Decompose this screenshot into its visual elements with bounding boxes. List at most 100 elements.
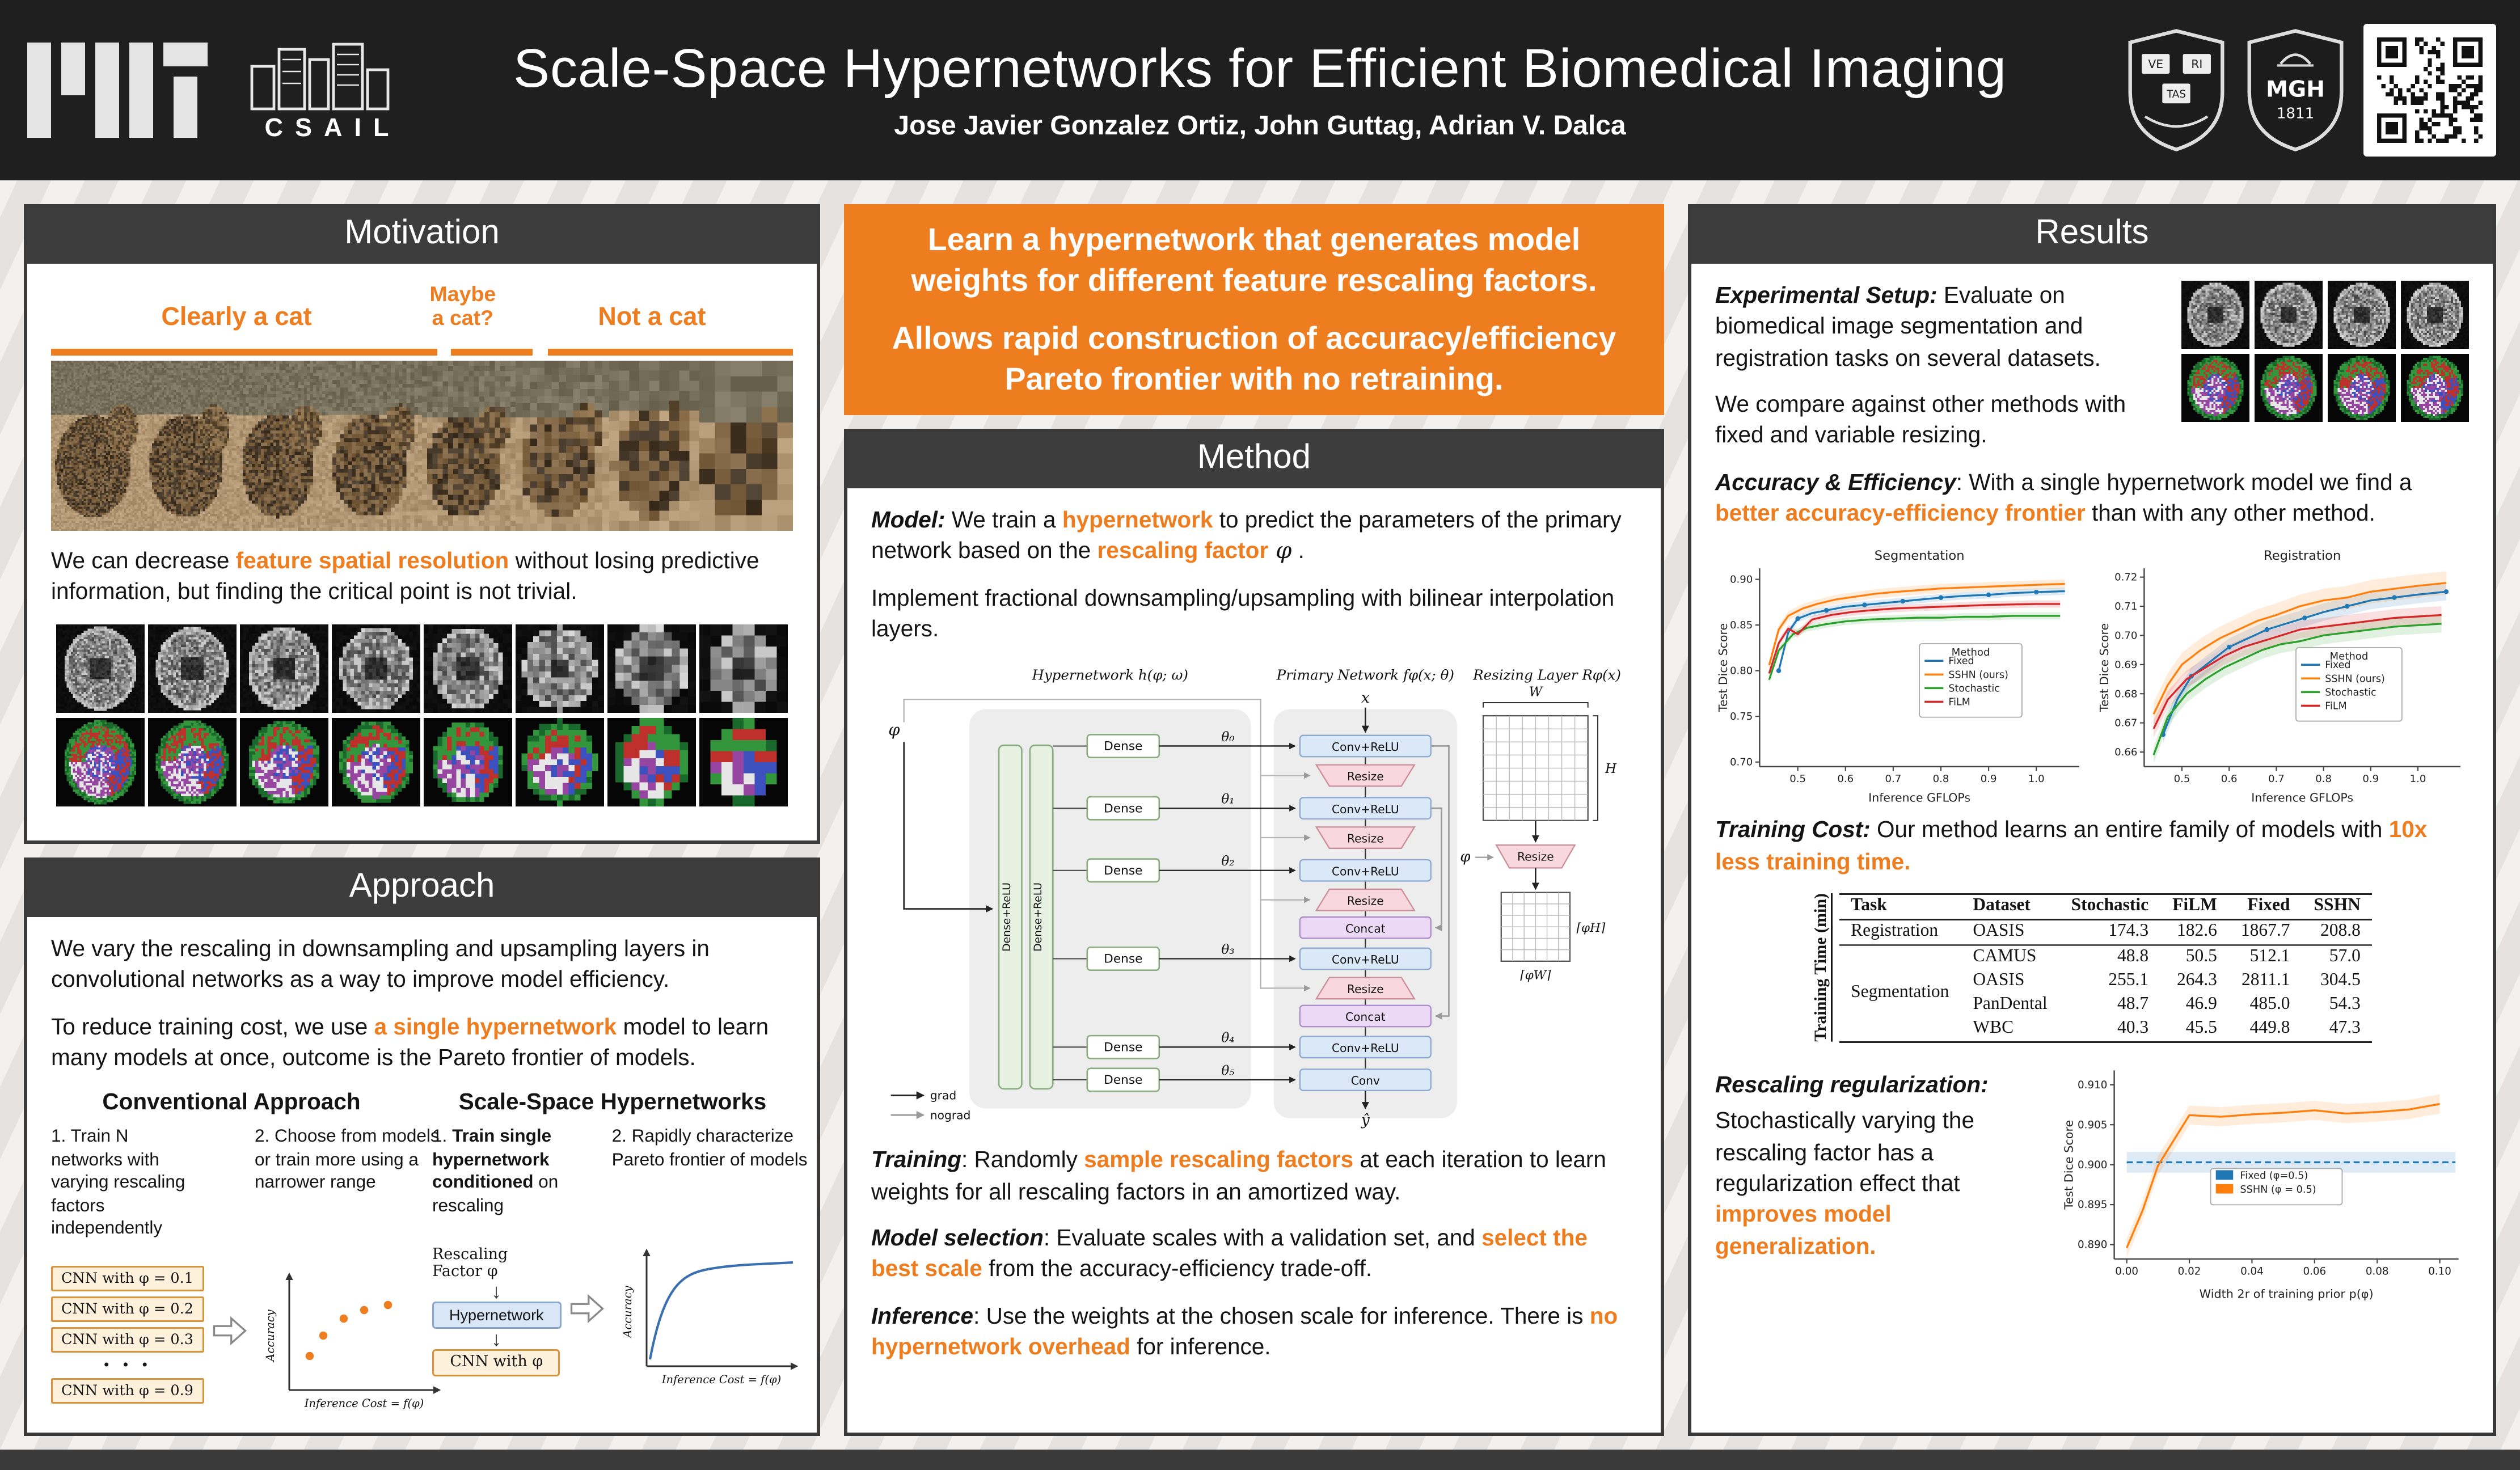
svg-text:0.00: 0.00 <box>2115 1265 2138 1277</box>
svg-text:φ: φ <box>888 721 900 740</box>
brain-seg-tile <box>56 717 145 806</box>
svg-text:Conv: Conv <box>1351 1075 1380 1088</box>
series-Stochastic <box>2152 622 2442 755</box>
cnn-variant-box: CNN with φ = 0.9 <box>51 1378 204 1404</box>
svg-text:Method: Method <box>1952 646 1990 658</box>
cat-image-tile <box>422 361 516 531</box>
svg-text:Primary Network fφ(x; θ): Primary Network fφ(x; θ) <box>1276 668 1454 684</box>
csail-building-icon <box>250 42 390 109</box>
brain-seg-tile <box>516 717 604 806</box>
underline-bar <box>451 349 534 356</box>
veritas-crest: VE RI TAS <box>2128 29 2224 151</box>
brain-mri-tile <box>2328 281 2396 349</box>
right-arrow-icon <box>210 1315 248 1355</box>
svg-text:0.75: 0.75 <box>1730 710 1753 722</box>
brain-seg-tile <box>148 717 237 806</box>
approach-panel: Approach We vary the rescaling in downsa… <box>24 858 820 1436</box>
svg-text:Resize: Resize <box>1347 770 1384 784</box>
rescaling-factor-label: Rescaling Factor φ <box>432 1247 508 1281</box>
mgh-label: MGH <box>2266 77 2325 103</box>
brain-seg-tile <box>2401 354 2469 422</box>
brain-mri-strip <box>51 624 793 713</box>
brain-segmentation-strip <box>51 717 793 806</box>
brain-seg-tile <box>2328 354 2396 422</box>
svg-text:0.7: 0.7 <box>1885 772 1901 784</box>
dataset-examples-grid <box>2181 281 2469 467</box>
motivation-heading: Motivation <box>27 208 817 264</box>
svg-text:0.7: 0.7 <box>2268 772 2285 784</box>
svg-text:Inference Cost = f(φ): Inference Cost = f(φ) <box>303 1396 423 1409</box>
svg-text:0.06: 0.06 <box>2303 1265 2326 1277</box>
svg-text:0.70: 0.70 <box>2114 629 2137 641</box>
svg-text:Conv+ReLU: Conv+ReLU <box>1332 741 1399 754</box>
svg-text:Registration: Registration <box>2264 548 2341 563</box>
svg-text:0.5: 0.5 <box>1789 772 1806 784</box>
svg-text:SSHN (ours): SSHN (ours) <box>2325 673 2385 684</box>
brain-seg-tile <box>607 717 696 806</box>
svg-text:0.67: 0.67 <box>2114 716 2137 728</box>
svg-text:0.910: 0.910 <box>2078 1079 2107 1091</box>
svg-text:Accuracy: Accuracy <box>263 1308 276 1362</box>
sshn-step-1: 1. Train single hypernetwork conditioned… <box>432 1127 559 1216</box>
svg-text:Dense: Dense <box>1104 740 1142 754</box>
sshn-approach-diagram: Scale-Space Hypernetworks 1. Train singl… <box>432 1089 808 1417</box>
mit-logo <box>27 43 208 138</box>
svg-text:θ₅: θ₅ <box>1221 1065 1234 1079</box>
brain-mri-tile <box>424 624 512 713</box>
method-panel: Method Model: We train a hypernetwork to… <box>844 429 1664 1436</box>
svg-text:Test Dice Score: Test Dice Score <box>2097 622 2111 711</box>
series-FiLM <box>2152 613 2442 729</box>
motivation-text: We can decrease feature spatial resoluti… <box>51 548 759 605</box>
svg-text:SSHN (ours): SSHN (ours) <box>1948 669 2008 680</box>
motivation-panel: Motivation Clearly a cat Maybe a cat? No… <box>24 204 820 844</box>
svg-text:⌈φH⌉: ⌈φH⌉ <box>1576 922 1605 936</box>
svg-text:Fixed (φ=0.5): Fixed (φ=0.5) <box>2240 1170 2308 1181</box>
table-header: Dataset <box>1961 894 2059 920</box>
results-panel: Results Experimental Setup: Evaluate on … <box>1688 204 2496 1436</box>
cat-resolution-strip <box>51 361 793 531</box>
brain-seg-tile <box>2255 354 2323 422</box>
svg-text:x: x <box>1361 690 1370 707</box>
brain-mri-tile <box>2255 281 2323 349</box>
series-SSHN (ours) <box>2152 581 2447 714</box>
svg-text:0.905: 0.905 <box>2078 1119 2107 1131</box>
svg-text:0.02: 0.02 <box>2178 1265 2201 1277</box>
cat-image-tile <box>699 361 793 531</box>
accuracy-efficiency-text: Accuracy & Efficiency: With a single hyp… <box>1715 469 2412 526</box>
underline-bar <box>51 349 437 356</box>
cat-image-tile <box>328 361 423 531</box>
svg-text:Resize: Resize <box>1347 983 1384 996</box>
svg-text:0.890: 0.890 <box>2078 1239 2107 1251</box>
svg-text:0.71: 0.71 <box>2114 600 2137 612</box>
label-clearly-a-cat: Clearly a cat <box>161 303 312 332</box>
svg-text:Method: Method <box>2330 650 2369 662</box>
brain-mri-tile <box>607 624 696 713</box>
svg-text:Resize: Resize <box>1347 833 1384 846</box>
method-selection-text: Model selection: Evaluate scales with a … <box>871 1225 1588 1282</box>
svg-text:grad: grad <box>930 1089 956 1103</box>
cat-image-tile <box>143 361 237 531</box>
svg-text:Conv+ReLU: Conv+ReLU <box>1332 803 1399 817</box>
brain-seg-tile <box>240 717 328 806</box>
svg-text:SSHN (φ = 0.5): SSHN (φ = 0.5) <box>2240 1184 2316 1196</box>
brain-mri-tile <box>516 624 604 713</box>
regularization-text: Stochastically varying the rescaling fac… <box>1715 1108 1974 1259</box>
svg-text:0.70: 0.70 <box>1730 755 1753 767</box>
svg-text:Accuracy: Accuracy <box>620 1286 634 1339</box>
conventional-step-2: 2. Choose from models or train more usin… <box>255 1127 440 1193</box>
csail-logo: CSAIL <box>245 39 408 142</box>
svg-text:0.08: 0.08 <box>2366 1265 2389 1277</box>
table-header: Task <box>1839 894 1961 920</box>
svg-text:0.8: 0.8 <box>2315 772 2332 784</box>
svg-text:Test Dice Score: Test Dice Score <box>2062 1120 2075 1210</box>
cat-image-tile <box>516 361 609 531</box>
series-SSHN (φ = 0.5) <box>2126 1102 2440 1248</box>
svg-text:0.66: 0.66 <box>2114 746 2137 758</box>
